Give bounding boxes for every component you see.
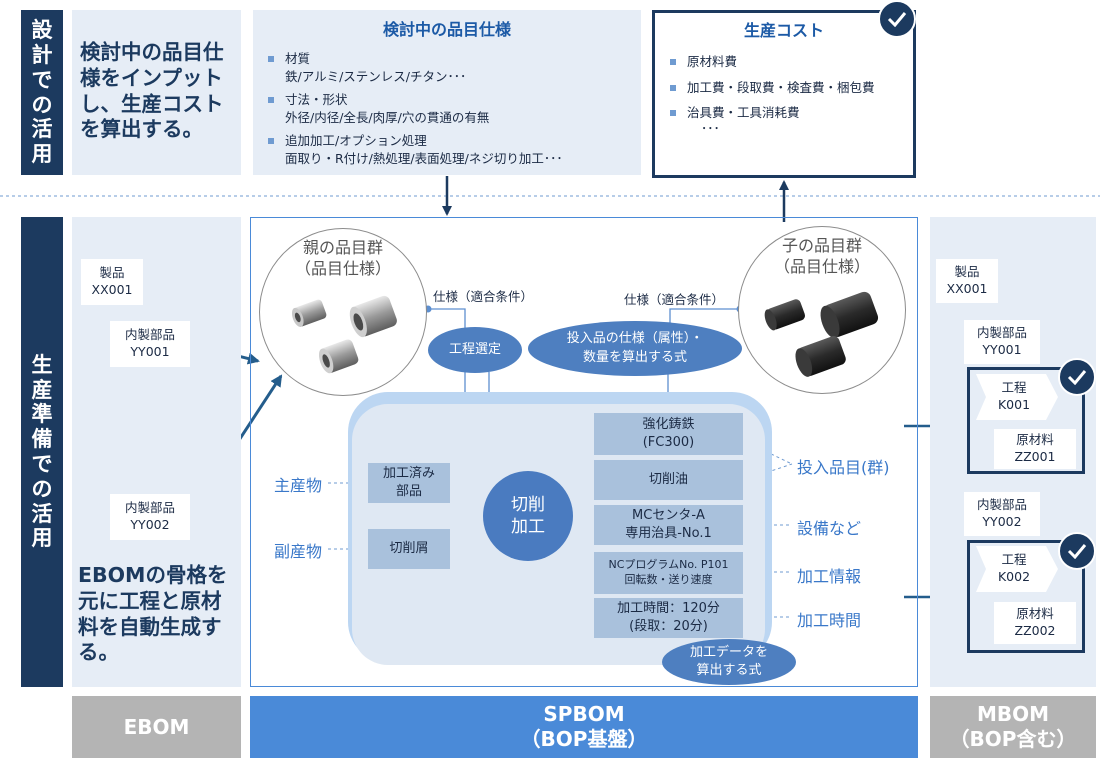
spec-panel-title: 検討中の品目仕様	[382, 20, 511, 39]
main-product-box: 加工済み部品	[368, 463, 450, 503]
process-arrow-shape	[976, 374, 1058, 420]
design-usage-label: 設計での活用	[21, 10, 63, 175]
child-group-title: 子の品目群 （品目仕様）	[773, 236, 870, 276]
cost-list: 原材料費 加工費・段取費・検査費・梱包費 治具費・工具消耗費	[667, 53, 901, 122]
check-icon	[1058, 358, 1096, 396]
check-icon	[878, 0, 916, 38]
mbom-footer-bar: MBOM（BOP含む）	[930, 696, 1096, 758]
spec-condition-left: 仕様（適合条件）	[433, 289, 534, 304]
cost-ellipsis: ･･･	[701, 120, 720, 136]
ebom-footer-bar: EBOM	[72, 696, 241, 758]
spec-list: 材質鉄/アルミ/ステンレス/チタン･･･ 寸法・形状外径/内径/全長/肉厚/穴の…	[265, 50, 629, 167]
process-select-ellipse: 工程選定	[428, 327, 522, 373]
cutting-process-circle: 切削 加工	[483, 471, 573, 561]
cost-item: 治具費・工具消耗費	[667, 104, 901, 122]
input-formula-ellipse: 投入品の仕様（属性）・ 数量を算出する式	[528, 321, 742, 376]
metal-sleeve-icon	[291, 295, 397, 374]
cost-item: 加工費・段取費・検査費・梱包費	[667, 79, 901, 97]
spec-condition-right: 仕様（適合条件）	[624, 292, 725, 307]
ebom-intro-text: EBOMの骨格を元に工程と原材料を自動生成する。	[78, 563, 228, 665]
cost-panel: 生産コスト 原材料費 加工費・段取費・検査費・梱包費 治具費・工具消耗費 ･･･	[652, 10, 916, 178]
spec-item-dimension: 寸法・形状外径/内径/全長/肉厚/穴の貫通の有無	[265, 91, 629, 126]
process-arrow-shape	[976, 546, 1058, 592]
process-time-label: 加工時間	[797, 611, 862, 630]
design-intro-text: 検討中の品目仕様をインプットし、生産コストを算出する。	[80, 40, 224, 142]
design-intro-panel: 検討中の品目仕様をインプットし、生産コストを算出する。	[72, 10, 241, 175]
cost-item: 原材料費	[667, 53, 901, 71]
spec-panel: 検討中の品目仕様 材質鉄/アルミ/ステンレス/チタン･･･ 寸法・形状外径/内径…	[253, 10, 641, 175]
equipment-label: 設備など	[797, 519, 862, 538]
main-product-label: 主産物	[274, 476, 323, 495]
byproduct-box: 切削屑	[368, 529, 450, 569]
spbom-footer-bar: SPBOM（BOP基盤）	[250, 696, 918, 758]
parent-group-title: 親の品目群 （品目仕様）	[294, 238, 391, 278]
spec-item-material: 材質鉄/アルミ/ステンレス/チタン･･･	[265, 50, 629, 85]
process-info-label: 加工情報	[797, 567, 862, 586]
input-material-box: 強化鋳鉄(FC300)	[594, 413, 743, 455]
cost-panel-title: 生産コスト	[743, 21, 824, 40]
byproduct-label: 副産物	[274, 542, 323, 561]
process-data-formula-ellipse: 加工データを 算出する式	[662, 639, 796, 685]
input-oil-box: 切削油	[594, 460, 743, 500]
production-prep-label: 生産準備での活用	[21, 217, 63, 687]
input-time-box: 加工時間：120分(段取：20分)	[594, 598, 743, 638]
spbom-panel	[250, 217, 918, 687]
dark-rod-icon	[764, 291, 879, 377]
spec-item-option: 追加加工/オプション処理面取り・R付け/熱処理/表面処理/ネジ切り加工･･･	[265, 132, 629, 167]
check-icon	[1058, 532, 1096, 570]
input-items-label: 投入品目(群)	[797, 458, 890, 477]
